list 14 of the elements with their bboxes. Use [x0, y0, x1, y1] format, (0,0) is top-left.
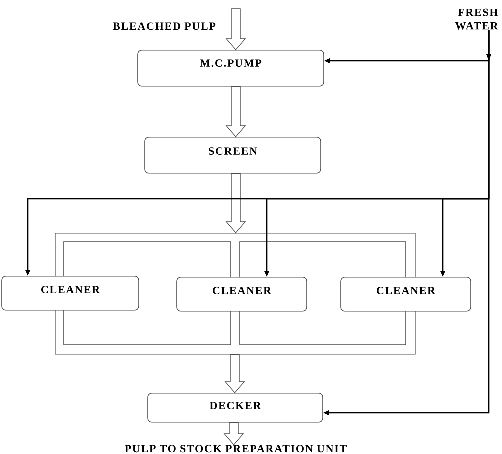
edge-label: BLEACHED PULP: [112, 22, 217, 32]
process-box: CLEANER: [340, 277, 472, 312]
block-arrow: [224, 354, 246, 394]
process-box: CLEANER: [2, 276, 140, 311]
process-box: DECKER: [148, 393, 324, 423]
block-arrow: [226, 8, 246, 51]
block-arrow: [226, 173, 246, 234]
process-box: SCREEN: [144, 137, 322, 174]
block-arrow: [226, 86, 246, 138]
flow-label: PULP TO STOCK PREPARATION UNIT: [125, 445, 347, 453]
flow-label: FRESH WATER: [455, 8, 498, 30]
process-box: CLEANER: [176, 277, 308, 312]
block-arrow: [224, 422, 244, 446]
process-box: M.C.PUMP: [138, 50, 324, 87]
